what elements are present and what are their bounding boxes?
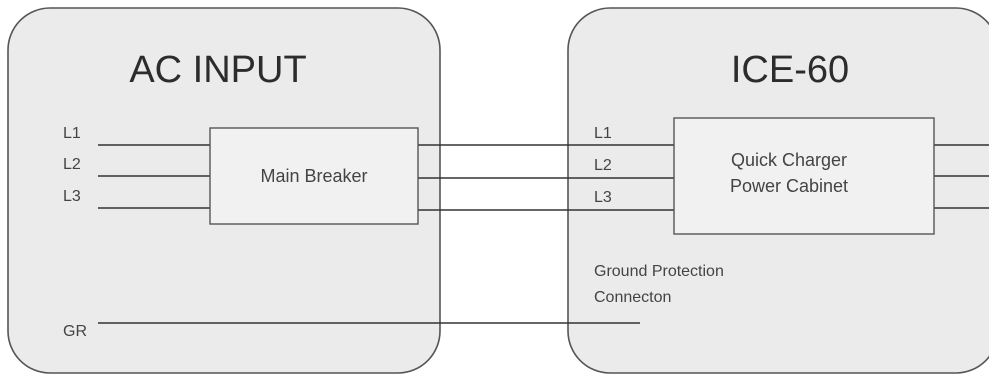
charger-label-line2: Power Cabinet	[730, 176, 848, 196]
ground-note-line1: Ground Protection	[594, 263, 724, 280]
ground-note-line2: Connecton	[594, 289, 671, 306]
ac-l1-label: L1	[63, 125, 81, 142]
ice-60-title: ICE-60	[731, 49, 849, 91]
charger-cabinet-box	[673, 117, 935, 235]
ac-l3-label: L3	[63, 188, 81, 205]
main-breaker-box	[209, 127, 419, 225]
charger-label-line1: Quick Charger	[731, 150, 847, 170]
ac-input-title: AC INPUT	[129, 49, 306, 91]
ice-l1-label: L1	[594, 125, 612, 142]
main-breaker-label: Main Breaker	[260, 166, 367, 186]
ground-label: GR	[63, 323, 87, 340]
ice-l2-label: L2	[594, 157, 612, 174]
ac-l2-label: L2	[63, 156, 81, 173]
ice-l3-label: L3	[594, 189, 612, 206]
